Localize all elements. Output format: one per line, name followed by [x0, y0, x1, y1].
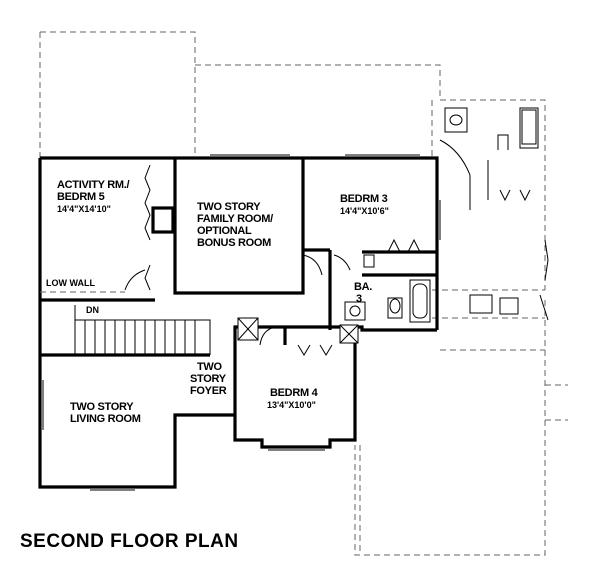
bath-fixtures — [344, 254, 431, 323]
door-swings — [124, 254, 351, 346]
lower-floor-fixtures — [439, 107, 549, 321]
bedroom-4-label: BEDRM 4 — [270, 387, 319, 399]
room-foyer: TWO STORY FOYER — [190, 361, 227, 397]
family-room-label-4: BONUS ROOM — [197, 237, 271, 249]
foyer-label-3: FOYER — [190, 385, 227, 397]
activity-room-label-2: BEDRM 5 — [57, 191, 105, 203]
activity-room-label: ACTIVITY RM./ — [57, 179, 130, 191]
lower-floor-outline — [39, 31, 568, 556]
living-room-label-1: TWO STORY — [70, 401, 134, 413]
stairs-down-note: DN — [86, 305, 99, 315]
foyer-label-2: STORY — [190, 373, 227, 385]
room-living: TWO STORY LIVING ROOM — [70, 401, 141, 425]
chase — [151, 206, 359, 344]
family-room-label-2: FAMILY ROOM/ — [197, 213, 273, 225]
activity-room-dimension: 14'4"X14'10" — [57, 204, 111, 214]
closet-doors — [144, 164, 421, 356]
room-bedroom-4: BEDRM 4 13'4"X10'0" — [267, 387, 319, 410]
foyer-label-1: TWO — [197, 361, 223, 373]
bedroom-3-label: BEDRM 3 — [340, 193, 388, 205]
plan-title: SECOND FLOOR PLAN — [20, 531, 239, 552]
staircase — [74, 305, 211, 355]
bath-3-label: BA. — [354, 281, 372, 293]
living-room-label-2: LIVING ROOM — [70, 413, 141, 425]
windows — [42, 154, 441, 491]
stair-treads — [84, 320, 196, 355]
room-family: TWO STORY FAMILY ROOM/ OPTIONAL BONUS RO… — [197, 201, 273, 249]
bedroom-4-dimension: 13'4"X10'0" — [267, 400, 316, 410]
room-activity: ACTIVITY RM./ BEDRM 5 14'4"X14'10" — [57, 179, 130, 214]
family-room-label-1: TWO STORY — [197, 201, 261, 213]
low-wall-note: LOW WALL — [46, 278, 95, 288]
bedroom-3-dimension: 14'4"X10'6" — [340, 206, 389, 216]
room-bedroom-3: BEDRM 3 14'4"X10'6" — [340, 193, 389, 216]
bath-3-number: 3 — [356, 293, 362, 305]
family-room-label-3: OPTIONAL — [197, 225, 252, 237]
room-bath-3: BA. 3 — [354, 281, 373, 305]
